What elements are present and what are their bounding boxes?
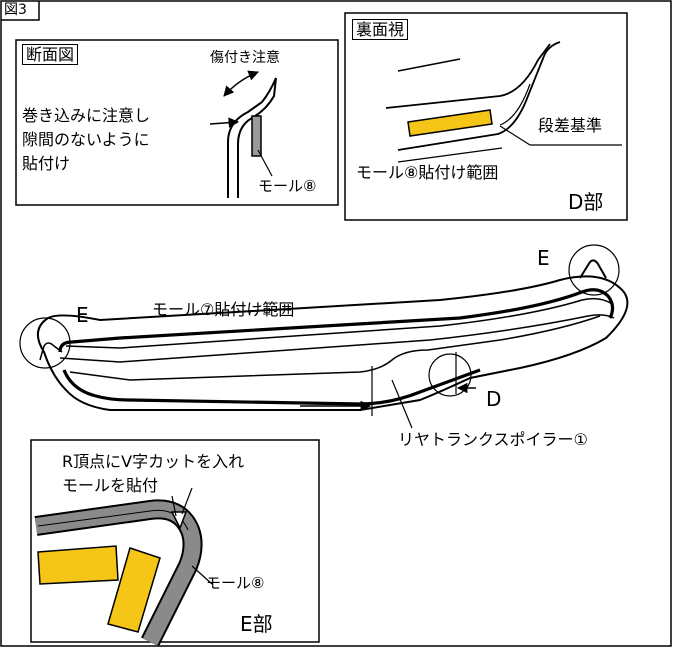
gap-arrow <box>209 117 240 128</box>
back-apply-range-label: モール⑧貼付け範囲 <box>356 163 499 182</box>
figure-label-box <box>1 1 40 21</box>
back-view-panel <box>344 12 628 221</box>
step-reference-label: 段差基準 <box>538 116 603 135</box>
molding-8-section <box>251 115 262 157</box>
spoiler-main-view <box>19 244 629 429</box>
e-instruction-2: モールを貼付 <box>62 476 159 495</box>
spoiler-label: リヤトランクスポイラー① <box>398 430 588 449</box>
section-instruction-3: 貼付け <box>22 154 71 173</box>
spoiler-leader <box>391 379 413 429</box>
tape-yellow-e-1 <box>37 545 119 585</box>
e-molding-label: モール⑧ <box>206 574 265 592</box>
molding-7-line <box>58 288 615 353</box>
detail-d-label: D <box>486 387 502 411</box>
detail-e-left-circle <box>19 317 71 369</box>
d-part-label: D部 <box>568 190 604 214</box>
e-part-label: E部 <box>240 612 273 636</box>
tape-yellow-back <box>407 109 493 137</box>
detail-e-right-circle <box>568 244 620 296</box>
tape-yellow-e-2 <box>107 547 161 633</box>
scratch-caution-arc <box>223 70 259 97</box>
molding-8-band <box>34 501 201 646</box>
section-instruction-1: 巻き込みに注意し <box>22 106 151 125</box>
section-molding-label: モール⑧ <box>258 177 317 195</box>
e-detail-panel <box>30 439 320 647</box>
section-instruction-2: 隙間のないように <box>22 130 150 149</box>
figure-label: 図3 <box>4 2 27 18</box>
section-view-panel <box>15 39 339 206</box>
scratch-caution-label: 傷付き注意 <box>210 50 280 66</box>
detail-e-right-label: E <box>537 246 550 270</box>
molding-7-range-label: モール⑦貼付け範囲 <box>152 300 295 319</box>
section-view-title: 断面図 <box>22 44 79 66</box>
detail-e-left-label: E <box>76 303 89 327</box>
detail-d-circle <box>428 353 472 397</box>
back-view-title: 裏面視 <box>352 19 409 41</box>
e-instruction-1: R頂点にV字カットを入れ <box>62 452 245 471</box>
